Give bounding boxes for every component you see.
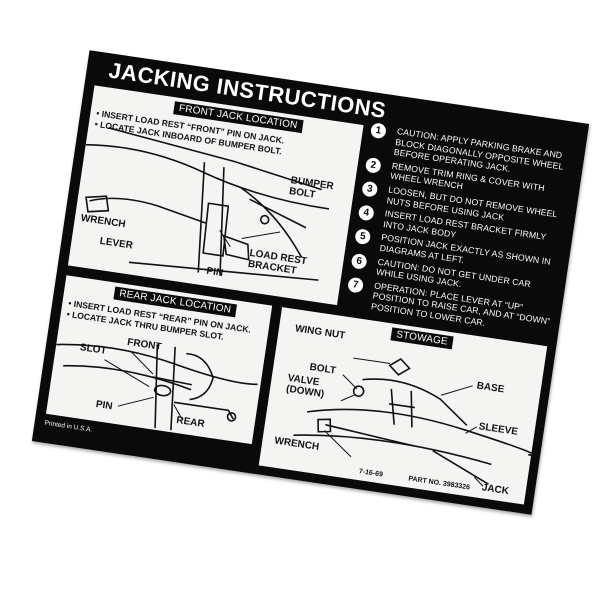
instruction-steps: 1 CAUTION: APPLY PARKING BRAKE AND BLOCK…: [344, 122, 578, 341]
step-number-badge: 1: [369, 122, 387, 140]
step-number-badge: 4: [357, 204, 375, 222]
rear-jack-panel: REAR JACK LOCATION • INSERT LOAD REST “R…: [45, 275, 273, 445]
step-number-badge: 3: [361, 180, 379, 198]
rear-jack-illustration: [56, 343, 258, 431]
front-label-pin: PIN: [205, 265, 224, 280]
step-number-badge: 6: [350, 252, 368, 270]
front-jack-illustration: [85, 127, 330, 281]
step-number-badge: 5: [354, 228, 372, 246]
step-number-badge: 7: [347, 276, 365, 294]
front-jack-panel: FRONT JACK LOCATION • INSERT LOAD REST “…: [67, 85, 364, 306]
printed-in-usa: Printed in U.S.A.: [44, 419, 93, 434]
stowage-panel: STOWAGE WING NUT BOLT VALVE (DOWN) BASE …: [258, 307, 548, 505]
jacking-instructions-decal: JACKING INSTRUCTIONS FRON: [31, 50, 590, 515]
rear-label-pin: PIN: [95, 399, 114, 413]
step-number-badge: 2: [364, 156, 382, 174]
